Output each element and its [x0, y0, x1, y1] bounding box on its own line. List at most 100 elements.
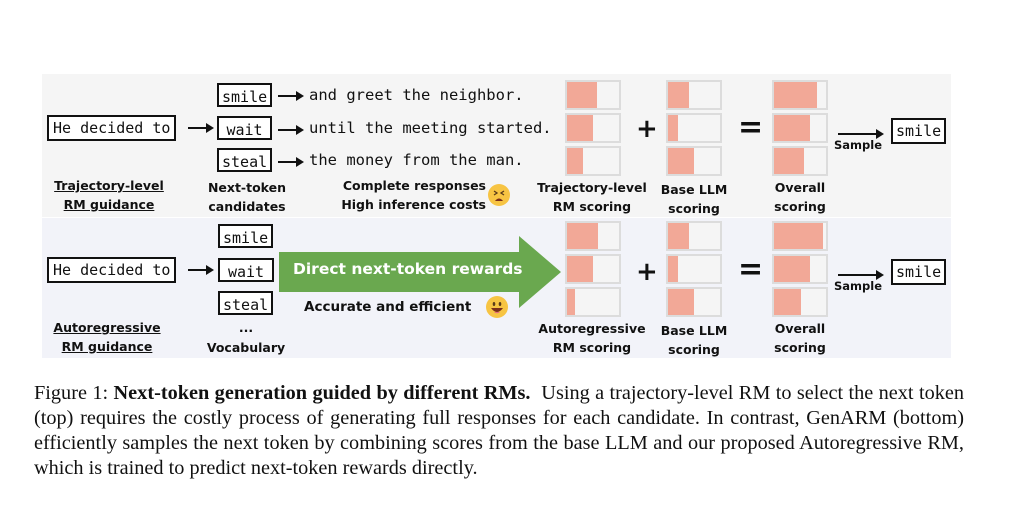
- score-bar-fill: [567, 223, 599, 249]
- label-line: candidates: [208, 199, 286, 214]
- score-bar: [565, 146, 621, 176]
- efficiency-label: Accurate and efficient: [304, 299, 472, 315]
- vocab-token: wait: [218, 258, 274, 282]
- label-line: Trajectory-level: [537, 180, 647, 195]
- score-bar-fill: [774, 148, 805, 174]
- score-bar: [772, 287, 828, 317]
- vocab-token: smile: [218, 224, 274, 248]
- score-bar: [666, 80, 722, 110]
- score-bar-fill: [668, 289, 694, 315]
- caption-title: Next-token generation guided by differen…: [113, 382, 531, 404]
- plus-icon: +: [636, 114, 658, 144]
- label-line: RM guidance: [63, 197, 155, 212]
- continuation-text: the money from the man.: [309, 151, 524, 169]
- vocab-token: steal: [218, 291, 274, 315]
- score-bar: [772, 146, 828, 176]
- sample-arrow-icon: [838, 270, 884, 280]
- score-bar-fill: [668, 256, 679, 282]
- candidate-token: smile: [217, 83, 273, 107]
- score-bar-fill: [668, 82, 689, 108]
- score-bar-fill: [567, 115, 593, 141]
- arrow-icon: [278, 125, 304, 135]
- overall-scoring-label: Overall scoring: [762, 319, 838, 357]
- caption-prefix: Figure 1:: [34, 382, 109, 404]
- label-line: Trajectory-level: [54, 178, 164, 193]
- score-bar-fill: [774, 289, 802, 315]
- prompt-box-bottom: He decided to: [47, 257, 177, 283]
- label-line: Overall: [774, 321, 826, 336]
- score-bar-fill: [567, 82, 598, 108]
- plus-icon: +: [636, 257, 658, 287]
- label-line: Next-token: [207, 180, 287, 195]
- arrow-icon: [188, 265, 214, 275]
- candidate-token: steal: [217, 148, 273, 172]
- caption-body: Using a trajectory-level RM to select th…: [34, 382, 965, 479]
- score-bar-fill: [774, 256, 811, 282]
- tired-face-icon: [488, 184, 510, 206]
- overall-scoring-label: Overall scoring: [762, 178, 838, 216]
- score-bar: [666, 254, 722, 284]
- score-bar-fill: [668, 148, 694, 174]
- continuation-text: until the meeting started.: [309, 119, 552, 137]
- direct-rewards-label: Direct next-token rewards: [293, 260, 523, 278]
- grinning-face-icon: [486, 296, 508, 318]
- label-line: Complete responses: [342, 178, 486, 193]
- score-bar-fill: [774, 115, 811, 141]
- sampled-token: smile: [891, 259, 947, 285]
- label-line: scoring: [668, 201, 720, 216]
- label-line: RM guidance: [61, 339, 153, 354]
- score-bar: [565, 80, 621, 110]
- cost-label: Complete responses High inference costs: [326, 176, 486, 214]
- score-bar: [666, 146, 722, 176]
- label-line: RM scoring: [552, 340, 632, 355]
- score-bar: [772, 254, 828, 284]
- score-bar-fill: [567, 148, 583, 174]
- arrow-icon: [278, 157, 304, 167]
- label-line: Base LLM: [660, 182, 728, 197]
- direct-rewards-arrow: [279, 236, 561, 308]
- label-line: High inference costs: [341, 197, 486, 212]
- score-bar-fill: [668, 115, 679, 141]
- score-bar-fill: [567, 289, 575, 315]
- figure-caption: Figure 1: Next-token generation guided b…: [34, 381, 964, 481]
- rm-scoring-label: Trajectory-level RM scoring: [527, 178, 657, 216]
- sampled-token: smile: [891, 118, 947, 144]
- base-scoring-label: Base LLM scoring: [654, 321, 734, 359]
- score-bar: [565, 221, 621, 251]
- vocabulary-label: Vocabulary: [206, 340, 286, 355]
- score-bar-fill: [668, 223, 689, 249]
- score-bar: [772, 80, 828, 110]
- autoregressive-guidance-label: Autoregressive RM guidance: [44, 318, 170, 356]
- score-bar-fill: [774, 223, 824, 249]
- base-scoring-label: Base LLM scoring: [654, 180, 734, 218]
- score-bar: [666, 221, 722, 251]
- label-line: Autoregressive: [538, 321, 646, 336]
- sample-label: Sample: [834, 279, 882, 293]
- candidates-label: Next-token candidates: [197, 178, 297, 216]
- label-line: scoring: [774, 340, 826, 355]
- trajectory-guidance-label: Trajectory-level RM guidance: [44, 176, 174, 214]
- score-bar-fill: [774, 82, 817, 108]
- prompt-box-top: He decided to: [47, 115, 177, 141]
- sample-arrow-icon: [838, 129, 884, 139]
- ellipsis: ...: [238, 320, 254, 335]
- score-bar-fill: [567, 256, 593, 282]
- score-bar: [772, 113, 828, 143]
- arrow-icon: [278, 91, 304, 101]
- score-bar: [666, 287, 722, 317]
- score-bar: [565, 287, 621, 317]
- score-bar: [772, 221, 828, 251]
- candidate-token: wait: [217, 116, 272, 140]
- score-bar: [565, 113, 621, 143]
- label-line: Overall: [774, 180, 826, 195]
- score-bar: [666, 113, 722, 143]
- continuation-text: and greet the neighbor.: [309, 86, 524, 104]
- score-bar: [565, 254, 621, 284]
- label-line: Autoregressive: [53, 320, 161, 335]
- label-line: RM scoring: [552, 199, 632, 214]
- equals-icon: =: [738, 110, 764, 145]
- equals-icon: =: [738, 252, 764, 287]
- arrow-icon: [188, 123, 214, 133]
- rm-scoring-label: Autoregressive RM scoring: [527, 319, 657, 357]
- label-line: scoring: [774, 199, 826, 214]
